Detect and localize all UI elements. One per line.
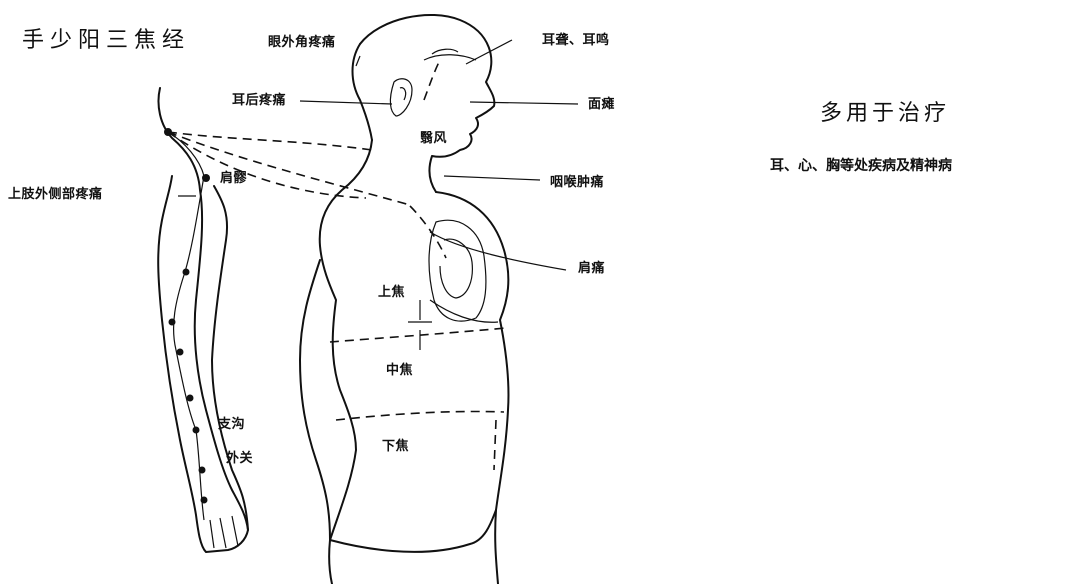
- label-zhigou: 支沟: [218, 418, 245, 431]
- label-upper-arm-pain: 上肢外侧部疼痛: [8, 188, 103, 201]
- label-lower-jiao: 下焦: [382, 440, 409, 453]
- label-sore-throat: 咽喉肿痛: [550, 176, 604, 189]
- label-jianliao: 肩髎: [220, 172, 247, 185]
- label-yifeng: 翳风: [420, 132, 447, 145]
- label-upper-jiao: 上焦: [378, 286, 405, 299]
- label-shoulder-pain: 肩痛: [578, 262, 605, 275]
- label-tinnitus: 耳聋、耳鸣: [542, 34, 610, 47]
- label-outer-canthus-pain: 眼外角疼痛: [268, 36, 336, 49]
- label-waiguan: 外关: [226, 452, 253, 465]
- label-facial-paralysis: 面瘫: [588, 98, 615, 111]
- page-title: 手少阳三焦经: [22, 22, 190, 54]
- label-middle-jiao: 中焦: [386, 364, 413, 377]
- meridian-dashed-paths: [168, 60, 506, 470]
- indications-text: 耳、心、胸等处疾病及精神病: [770, 155, 952, 175]
- leader-lines: [178, 40, 578, 350]
- indications-heading: 多用于治疗: [820, 95, 950, 127]
- label-retroauricular-pain: 耳后疼痛: [232, 94, 286, 107]
- meridian-line-arm: [168, 132, 204, 520]
